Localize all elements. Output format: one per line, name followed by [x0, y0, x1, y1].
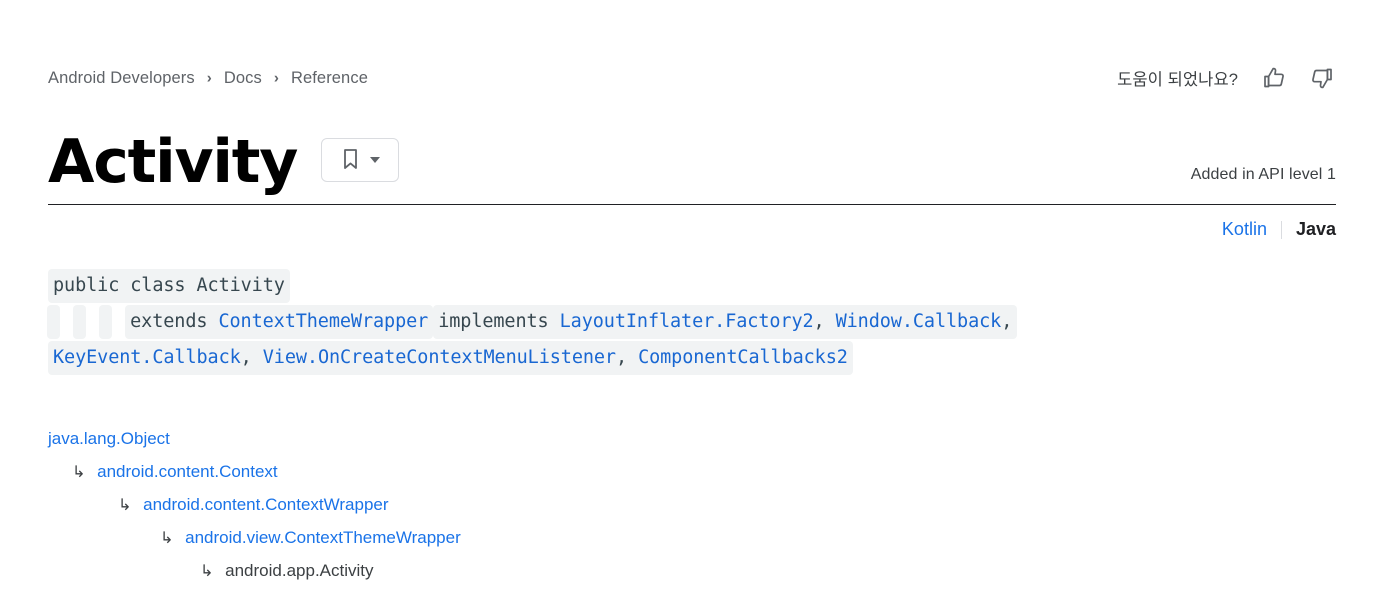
tree-item-android-content-context[interactable]: android.content.Context — [97, 462, 278, 481]
tree-arrow-icon: ↳ — [200, 561, 214, 580]
bookmark-icon — [340, 147, 361, 174]
implements-type-link-5[interactable]: ComponentCallbacks2 — [638, 347, 848, 368]
tree-arrow-icon: ↳ — [72, 462, 86, 481]
indent-block — [99, 305, 113, 339]
class-signature: public class Activity extends ContextThe… — [47, 268, 1336, 376]
thumb-up-icon[interactable] — [1260, 63, 1290, 93]
tree-row: ↳ android.content.Context — [48, 455, 1336, 488]
thumb-down-icon[interactable] — [1306, 63, 1336, 93]
lang-tab-kotlin[interactable]: Kotlin — [1221, 219, 1267, 239]
tree-item-android-app-activity: android.app.Activity — [225, 561, 374, 580]
page-title: Activity — [48, 127, 298, 197]
comma: , — [615, 347, 628, 368]
title-left-group: Activity — [48, 127, 400, 197]
tree-row: ↳ android.view.ContextThemeWrapper — [48, 521, 1336, 554]
signature-declaration: public class Activity — [48, 269, 290, 303]
feedback-widget: 도움이 되었나요? — [1117, 63, 1336, 93]
implements-type-link-1[interactable]: LayoutInflater.Factory2 — [559, 311, 814, 332]
comma: , — [813, 311, 825, 332]
tree-arrow-icon: ↳ — [160, 528, 174, 547]
implements-type-link-3[interactable]: KeyEvent.Callback — [53, 347, 241, 368]
tree-row: ↳ android.app.Activity — [48, 554, 1336, 587]
comma: , — [240, 347, 252, 368]
extends-keyword: extends — [130, 311, 208, 332]
extends-clause: extends ContextThemeWrapper — [125, 305, 434, 339]
breadcrumb-separator-icon: › — [206, 69, 212, 86]
tree-item-android-content-contextwrapper[interactable]: android.content.ContextWrapper — [143, 495, 389, 514]
implements-keyword: implements — [438, 311, 549, 332]
breadcrumb-item-android-developers[interactable]: Android Developers — [48, 68, 195, 87]
tree-row: java.lang.Object — [48, 422, 1336, 455]
tree-arrow-icon: ↳ — [118, 495, 132, 514]
implements-type-link-4[interactable]: View.OnCreateContextMenuListener — [262, 347, 616, 368]
tree-row: ↳ android.content.ContextWrapper — [48, 488, 1336, 521]
chevron-down-icon — [370, 157, 381, 163]
lang-tab-java: Java — [1295, 219, 1336, 239]
title-divider — [48, 204, 1336, 205]
lang-divider — [1280, 220, 1282, 239]
title-row: Activity Added in API level 1 — [48, 132, 1336, 192]
implements-clause-part-a: implements LayoutInflater.Factory2, Wind… — [433, 305, 1018, 339]
top-bar: Android Developers › Docs › Reference 도움… — [48, 0, 1336, 110]
language-switcher: Kotlin Java — [48, 219, 1336, 240]
breadcrumb-item-docs[interactable]: Docs — [223, 68, 262, 87]
indent-block — [47, 305, 60, 339]
implements-clause-part-b: KeyEvent.Callback, View.OnCreateContextM… — [48, 341, 853, 375]
indent-block — [73, 305, 87, 339]
comma: , — [1001, 311, 1013, 332]
api-level-label: Added in API level 1 — [1190, 166, 1336, 183]
breadcrumb: Android Developers › Docs › Reference — [48, 69, 368, 88]
implements-type-link-2[interactable]: Window.Callback — [835, 311, 1002, 332]
signature-line-1: public class Activity — [48, 268, 1336, 304]
breadcrumb-separator-icon: › — [273, 69, 279, 86]
feedback-label: 도움이 되었나요? — [1117, 71, 1238, 89]
extends-type-link[interactable]: ContextThemeWrapper — [218, 311, 429, 332]
signature-line-3: KeyEvent.Callback, View.OnCreateContextM… — [48, 340, 1336, 376]
inheritance-tree: java.lang.Object ↳ android.content.Conte… — [48, 422, 1336, 587]
bookmark-dropdown-button[interactable] — [321, 138, 400, 182]
tree-item-android-view-contextthemewrapper[interactable]: android.view.ContextThemeWrapper — [185, 528, 461, 547]
breadcrumb-item-reference[interactable]: Reference — [290, 68, 368, 87]
tree-item-java-lang-object[interactable]: java.lang.Object — [48, 429, 170, 448]
